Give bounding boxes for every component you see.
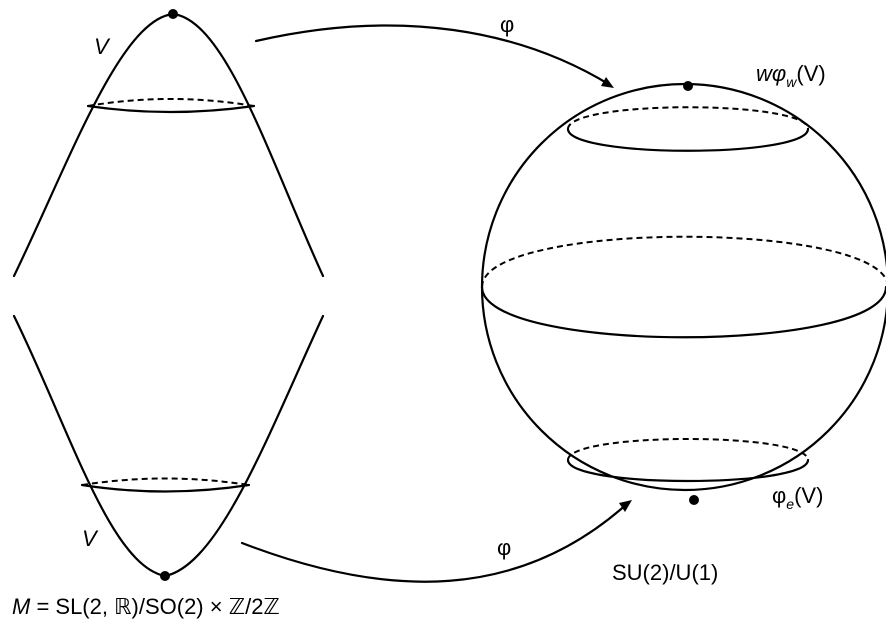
- label-manifold: M = SL(2, ℝ)/SO(2) × ℤ/2ℤ: [12, 594, 280, 619]
- upper-sheet-profile: [12, 12, 325, 278]
- label-phi-e-arg: (V): [794, 483, 823, 508]
- arrow-phi-bottom-head: [619, 500, 632, 512]
- label-v-top: V: [94, 34, 111, 59]
- lower-cap-dashed-back: [81, 477, 250, 486]
- bottom-cap-dashed-back: [567, 438, 809, 461]
- upper-sheet-point: [168, 9, 178, 19]
- bottom-cap-solid-front: [566, 458, 810, 483]
- label-phi-e-main: φ: [772, 483, 786, 508]
- label-manifold-m: M: [12, 594, 31, 619]
- lower-sheet-point: [160, 571, 170, 581]
- label-manifold-rest: = SL(2, ℝ)/SO(2) × ℤ/2ℤ: [30, 594, 280, 619]
- upper-cap-solid-front: [86, 104, 256, 114]
- label-phi-bottom: φ: [497, 535, 511, 560]
- label-phi-top: φ: [500, 12, 514, 37]
- arrow-phi-bottom: [240, 500, 632, 583]
- sphere-outline: [480, 82, 886, 492]
- sphere: [480, 81, 886, 505]
- arrow-phi-top: [254, 24, 614, 88]
- hyperboloid-upper-sheet: [12, 9, 325, 278]
- lower-sheet-profile: [12, 314, 325, 578]
- arrow-phi-top-shaft: [254, 24, 612, 87]
- label-v-bottom: V: [82, 526, 99, 551]
- label-phi-e-v: φe(V): [772, 483, 823, 512]
- label-phi-e-sub: e: [786, 496, 794, 512]
- equator-solid-front: [480, 285, 886, 339]
- arrow-phi-bottom-shaft: [240, 501, 630, 583]
- equator-dashed-back: [481, 235, 886, 288]
- top-cap-solid-front: [566, 127, 810, 152]
- label-w-phi-w-main: wφ: [756, 61, 786, 86]
- label-w-phi-w-sub: w: [786, 74, 797, 90]
- sphere-south-point: [689, 495, 699, 505]
- lower-cap-solid-front: [80, 483, 251, 493]
- arrow-phi-top-head: [601, 77, 614, 88]
- sphere-north-point: [683, 81, 693, 91]
- label-sphere-caption: SU(2)/U(1): [612, 560, 718, 585]
- hyperboloid-lower-sheet: [12, 314, 325, 581]
- upper-cap-dashed-back: [87, 98, 255, 107]
- label-w-phi-w-v: wφw(V): [756, 61, 826, 90]
- top-cap-dashed-back: [567, 106, 809, 130]
- label-w-phi-w-arg: (V): [796, 61, 825, 86]
